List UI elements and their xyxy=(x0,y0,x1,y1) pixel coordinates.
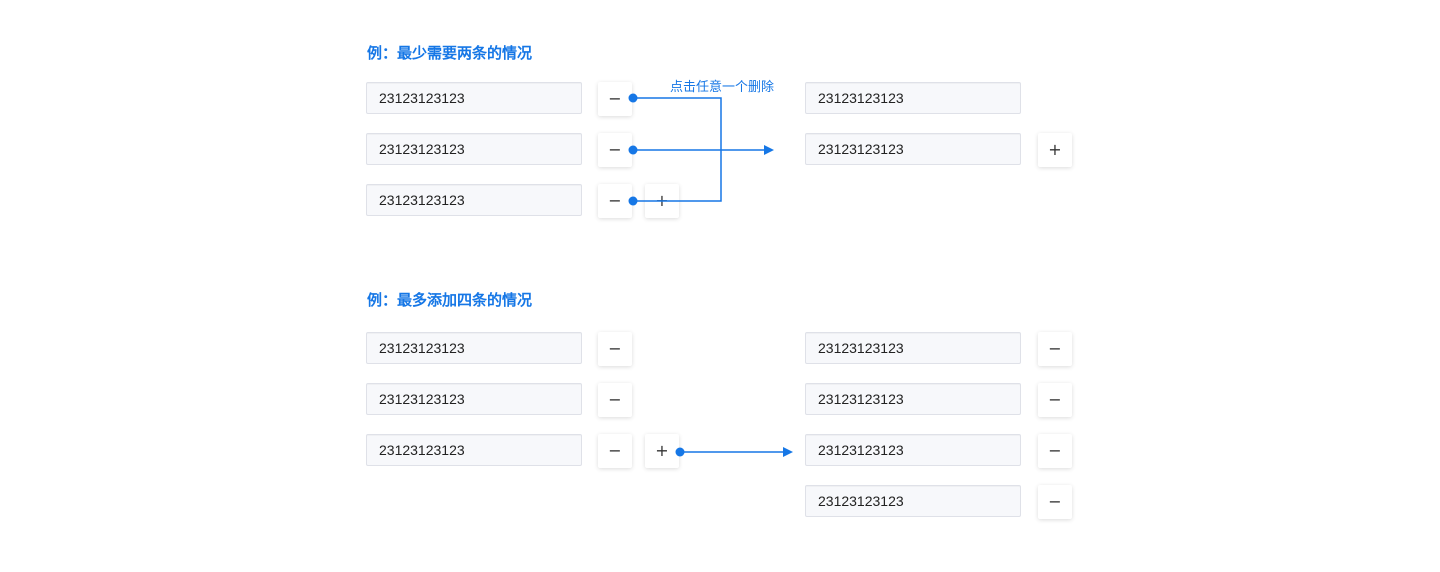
arrowhead xyxy=(783,447,793,457)
arrowhead xyxy=(764,145,774,155)
value-field[interactable]: 23123123123 xyxy=(805,133,1021,165)
value-field[interactable]: 23123123123 xyxy=(366,82,582,114)
value-field[interactable]: 23123123123 xyxy=(805,332,1021,364)
value-field[interactable]: 23123123123 xyxy=(366,434,582,466)
remove-button[interactable]: − xyxy=(598,82,632,116)
add-button[interactable]: + xyxy=(1038,133,1072,167)
remove-button[interactable]: − xyxy=(598,184,632,218)
value-field[interactable]: 23123123123 xyxy=(805,82,1021,114)
remove-button[interactable]: − xyxy=(598,434,632,468)
example-1-title: 例：最少需要两条的情况 xyxy=(367,44,533,62)
add-button[interactable]: + xyxy=(645,184,679,218)
value-field[interactable]: 23123123123 xyxy=(805,383,1021,415)
value-field[interactable]: 23123123123 xyxy=(366,184,582,216)
value-field[interactable]: 23123123123 xyxy=(366,383,582,415)
value-field[interactable]: 23123123123 xyxy=(366,332,582,364)
remove-button[interactable]: − xyxy=(598,332,632,366)
add-button[interactable]: + xyxy=(645,434,679,468)
remove-button[interactable]: − xyxy=(1038,434,1072,468)
annotation-label: 点击任意一个删除 xyxy=(670,80,775,95)
remove-button[interactable]: − xyxy=(598,133,632,167)
value-field[interactable]: 23123123123 xyxy=(805,485,1021,517)
remove-button[interactable]: − xyxy=(598,383,632,417)
remove-button[interactable]: − xyxy=(1038,485,1072,519)
value-field[interactable]: 23123123123 xyxy=(366,133,582,165)
example-2-title: 例：最多添加四条的情况 xyxy=(367,291,533,309)
remove-button[interactable]: − xyxy=(1038,383,1072,417)
remove-button[interactable]: − xyxy=(1038,332,1072,366)
value-field[interactable]: 23123123123 xyxy=(805,434,1021,466)
